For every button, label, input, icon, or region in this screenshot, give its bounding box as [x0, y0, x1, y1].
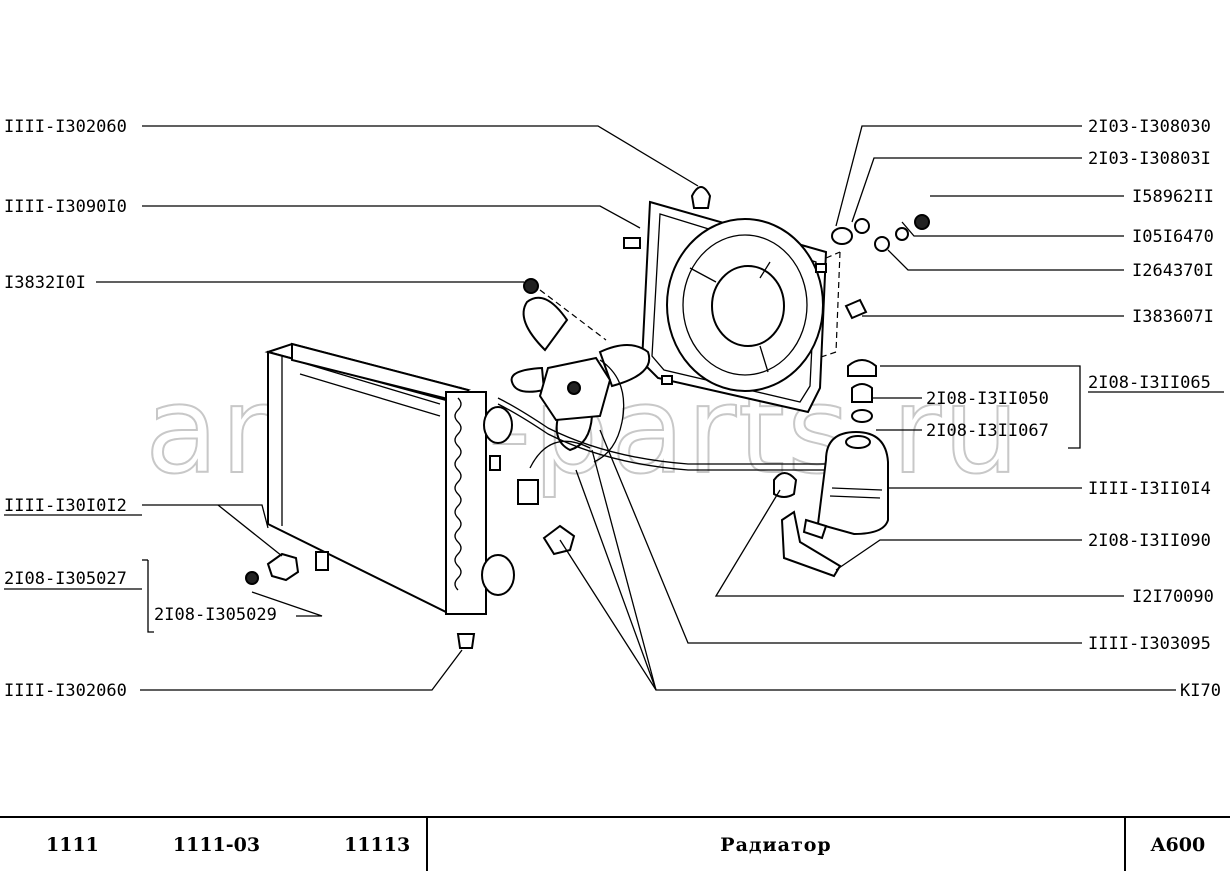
label-2I03-I30803I: 2I03-I30803I	[1088, 149, 1211, 169]
footer-bar: 1111 1111-03 11113 Радиатор A600	[0, 816, 1230, 871]
tank-cap	[847, 359, 877, 377]
footer-model-1111-03: 1111-03	[172, 833, 261, 856]
label-2I08-I305027: 2I08-I305027	[4, 569, 127, 589]
leader-lines	[96, 125, 1176, 691]
shroud-bolt	[831, 227, 853, 245]
label-2I08-I3II067: 2I08-I3II067	[926, 421, 1049, 441]
footer-model-11113: 11113	[344, 833, 411, 856]
shroud-spring-washer	[895, 227, 909, 241]
shroud-nut	[914, 214, 930, 230]
shroud-bushing	[854, 218, 870, 234]
label-IIII-I302060-bottom: IIII-I302060	[4, 681, 127, 701]
label-2I08-I3II065: 2I08-I3II065	[1088, 373, 1211, 393]
footer-title: Радиатор	[428, 818, 1126, 871]
label-IIII-I3090I0: IIII-I3090I0	[4, 197, 127, 217]
fan-connector	[517, 479, 539, 505]
label-2I08-I3II050: 2I08-I3II050	[926, 389, 1049, 409]
label-I383607I: I383607I	[1132, 307, 1214, 327]
overflow-hose	[497, 397, 828, 465]
label-I3832I0I: I3832I0I	[4, 273, 86, 293]
fan-shroud	[623, 200, 841, 414]
label-I58962II: I58962II	[1132, 187, 1214, 207]
footer-code: A600	[1150, 833, 1206, 856]
label-IIII-I30I0I2: IIII-I30I0I2	[4, 496, 127, 516]
fan-nut	[523, 278, 539, 294]
footer-models: 1111 1111-03 11113	[0, 818, 428, 871]
label-2I08-I305029: 2I08-I305029	[154, 605, 277, 625]
label-IIII-I302060-top: IIII-I302060	[4, 117, 127, 137]
expansion-tank	[802, 430, 889, 540]
label-IIII-I3II0I4: IIII-I3II0I4	[1088, 479, 1211, 499]
overflow-hose-inner	[497, 403, 828, 471]
label-I05I6470: I05I6470	[1132, 227, 1214, 247]
temperature-switch	[542, 524, 576, 556]
tank-gasket	[851, 409, 873, 423]
tank-strap	[780, 510, 842, 578]
label-2I08-I3II090: 2I08-I3II090	[1088, 531, 1211, 551]
label-I264370I: I264370I	[1132, 261, 1214, 281]
label-2I03-I308030: 2I03-I308030	[1088, 117, 1211, 137]
lower-bushing	[456, 633, 476, 649]
tank-valve	[851, 383, 873, 403]
shroud-screw	[844, 298, 868, 320]
shroud-washer	[874, 236, 890, 252]
radiator	[264, 342, 515, 615]
drain-plug	[266, 552, 300, 582]
fan-wire	[529, 440, 591, 469]
footer-model-1111: 1111	[46, 833, 99, 856]
upper-bushing	[690, 186, 712, 209]
label-KI70: KI70	[1180, 681, 1221, 701]
fan-motor	[510, 289, 651, 463]
drain-washer	[245, 571, 259, 585]
label-I2I70090: I2I70090	[1132, 587, 1214, 607]
label-IIII-I303095: IIII-I303095	[1088, 634, 1211, 654]
